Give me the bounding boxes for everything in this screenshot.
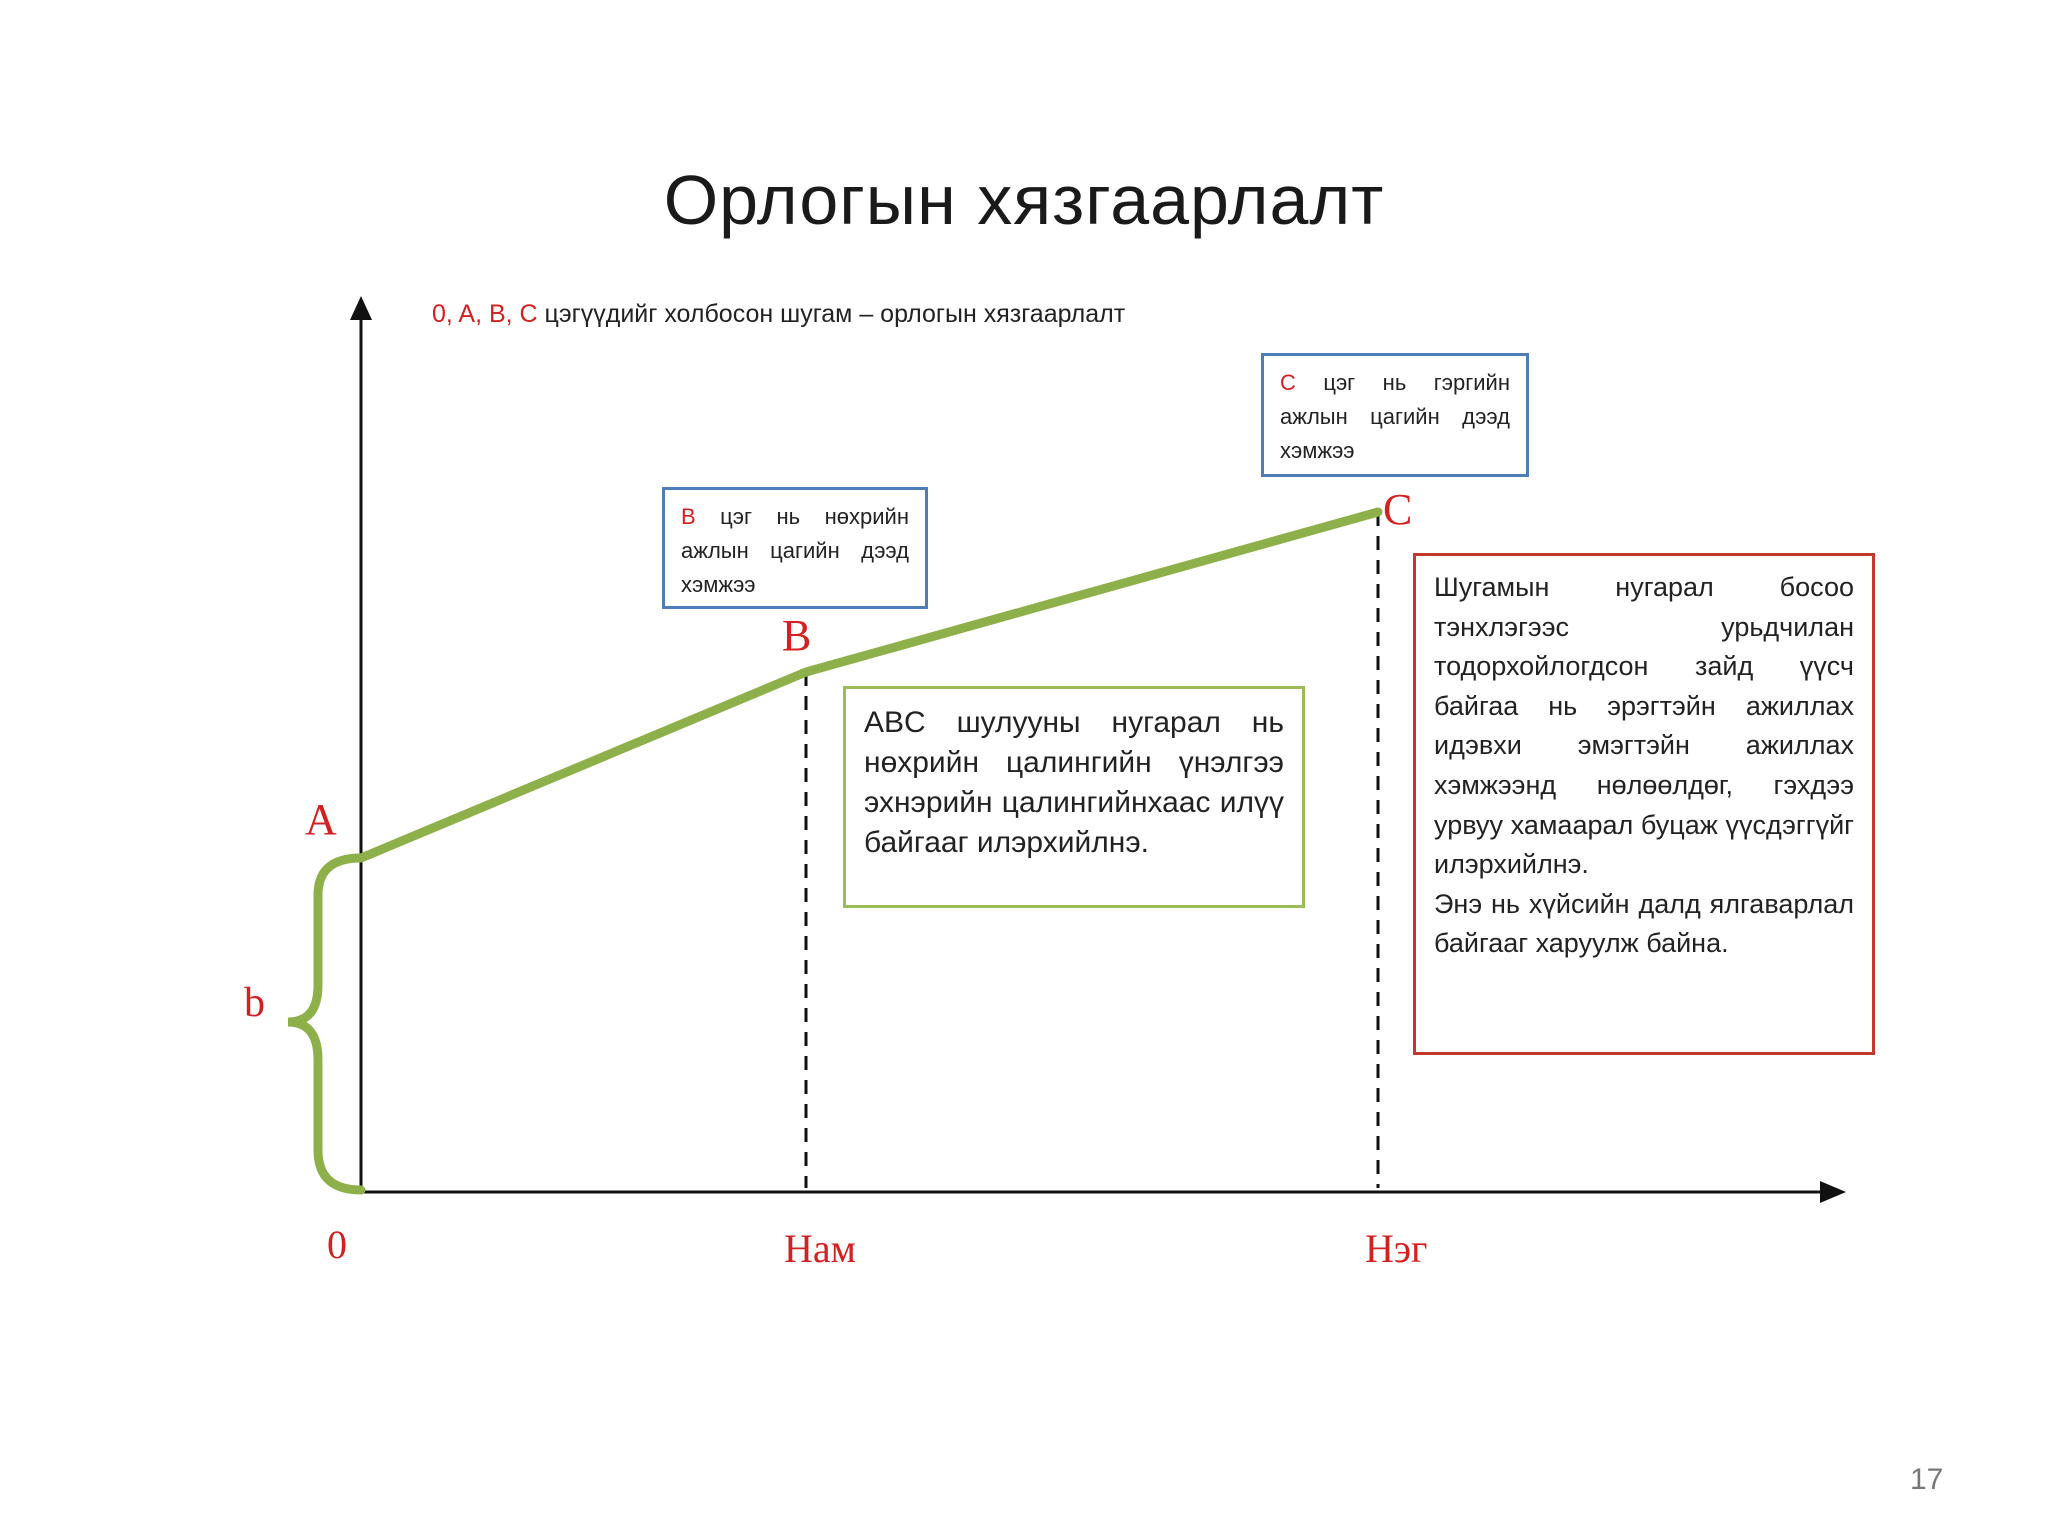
label-x-husband: Нам: [784, 1226, 856, 1271]
note-kink-paragraph-2: Энэ нь хүйсийн далд ялгаварлал байгааг х…: [1434, 888, 1854, 959]
note-box-kink-explanation: Шугамын нугарал босоо тэнхлэгээс урьдчил…: [1413, 553, 1875, 1055]
brace-b: [287, 853, 366, 1195]
diagram-subtitle: 0, A, B, C цэгүүдийг холбосон шугам – ор…: [432, 300, 1125, 329]
note-kink-paragraph-1: Шугамын нугарал босоо тэнхлэгээс урьдчил…: [1434, 572, 1854, 880]
note-c-text: цэг нь гэргийн ажлын цагийн дээд хэмжээ: [1280, 370, 1510, 463]
label-c: C: [1383, 485, 1412, 534]
note-box-b: B цэг нь нөхрийн ажлын цагийн дээд хэмжэ…: [662, 487, 928, 609]
label-x-wife: Нэг: [1365, 1226, 1427, 1271]
note-b-letter: B: [681, 504, 696, 529]
note-c-letter: C: [1280, 370, 1296, 395]
note-box-abc-slope: ABC шулууны нугарал нь нөхрийн цалингийн…: [843, 686, 1305, 908]
y-axis-arrow: [350, 296, 372, 320]
page-number: 17: [1910, 1463, 1944, 1496]
note-box-c: C цэг нь гэргийн ажлын цагийн дээд хэмжэ…: [1261, 353, 1529, 477]
label-b: B: [782, 611, 811, 660]
income-line-abc: [356, 507, 1383, 863]
note-b-text: цэг нь нөхрийн ажлын цагийн дээд хэмжээ: [681, 504, 909, 597]
label-a: A: [305, 795, 337, 844]
label-b-intercept: b: [244, 980, 265, 1026]
note-abc-text: ABC шулууны нугарал нь нөхрийн цалингийн…: [864, 706, 1284, 859]
subtitle-points: 0, A, B, C: [432, 300, 538, 328]
slide-title: Орлогын хязгаарлалт: [663, 161, 1385, 239]
x-axis-arrow: [1820, 1181, 1846, 1203]
label-origin: 0: [327, 1222, 347, 1267]
subtitle-text: цэгүүдийг холбосон шугам – орлогын хязга…: [537, 300, 1126, 328]
